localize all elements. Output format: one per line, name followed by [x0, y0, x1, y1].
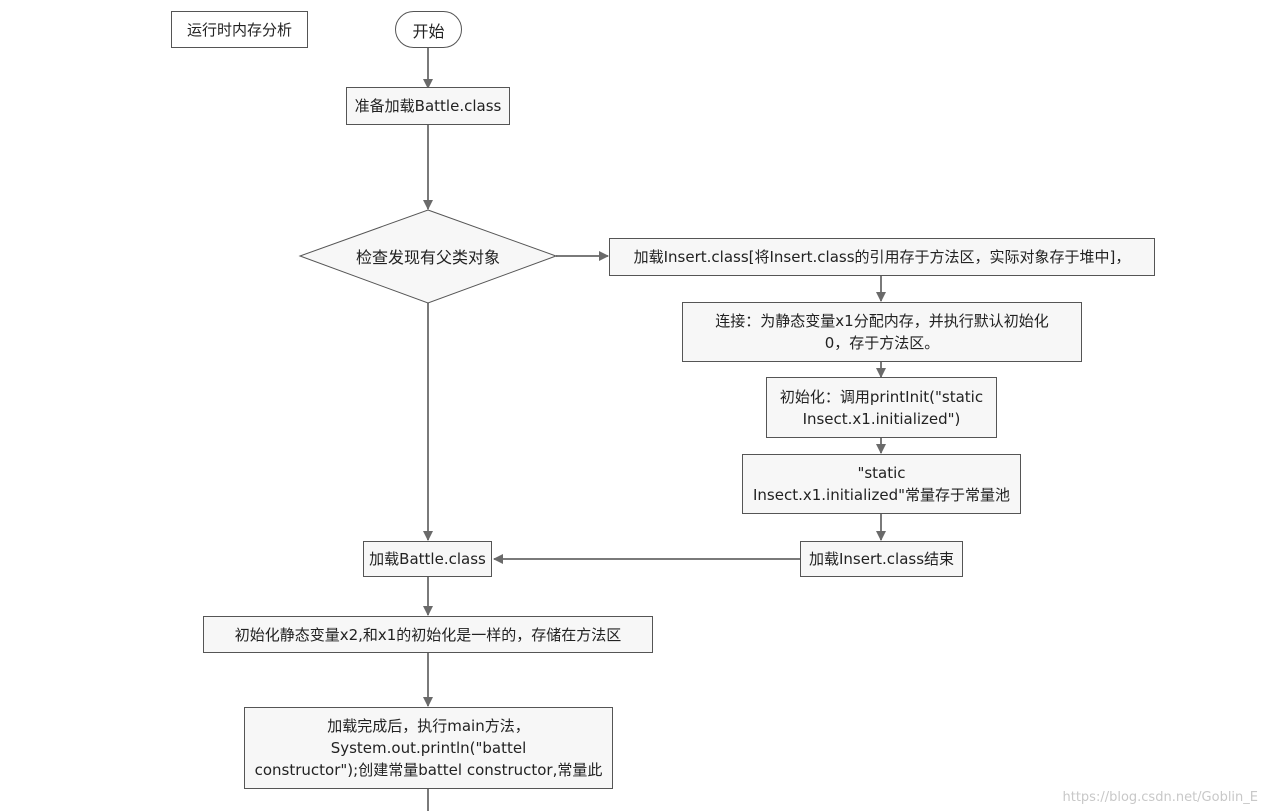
- check-parent-diamond: [298, 209, 558, 304]
- node-prepare-battle: 准备加载Battle.class: [346, 87, 510, 125]
- node-link-line2: 0，存于方法区。: [824, 334, 940, 352]
- title-label: 运行时内存分析: [171, 11, 308, 48]
- node-check-parent: 检查发现有父类对象: [355, 248, 500, 267]
- node-init-x2: 初始化静态变量x2,和x1的初始化是一样的，存储在方法区: [203, 616, 653, 653]
- node-link-line1: 连接：为静态变量x1分配内存，并执行默认初始化: [715, 312, 1049, 330]
- node-main-line2: System.out.println("battel: [330, 739, 527, 757]
- node-const-line2: Insect.x1.initialized"常量存于常量池: [752, 486, 1010, 504]
- node-const-line1: "static: [857, 464, 906, 482]
- start-node: 开始: [395, 11, 462, 48]
- node-insert-end: 加载Insert.class结束: [800, 541, 963, 577]
- node-load-insert: 加载Insert.class[将Insert.class的引用存于方法区，实际对…: [609, 238, 1155, 276]
- node-main-line3: constructor");创建常量battel constructor,常量此: [254, 761, 603, 779]
- node-init-line2: Insect.x1.initialized"): [802, 409, 961, 428]
- node-link: 连接：为静态变量x1分配内存，并执行默认初始化 0，存于方法区。: [682, 302, 1082, 362]
- watermark: https://blog.csdn.net/Goblin_E: [1062, 790, 1258, 805]
- node-constant-pool: "static Insect.x1.initialized"常量存于常量池: [742, 454, 1021, 514]
- node-main-line1: 加载完成后，执行main方法，: [327, 717, 530, 735]
- node-run-main: 加载完成后，执行main方法， System.out.println("batt…: [244, 707, 613, 789]
- node-init-print: 初始化：调用printInit("static Insect.x1.initia…: [766, 377, 997, 438]
- node-init-line1: 初始化：调用printInit("static: [779, 387, 984, 406]
- node-load-battle: 加载Battle.class: [363, 541, 492, 577]
